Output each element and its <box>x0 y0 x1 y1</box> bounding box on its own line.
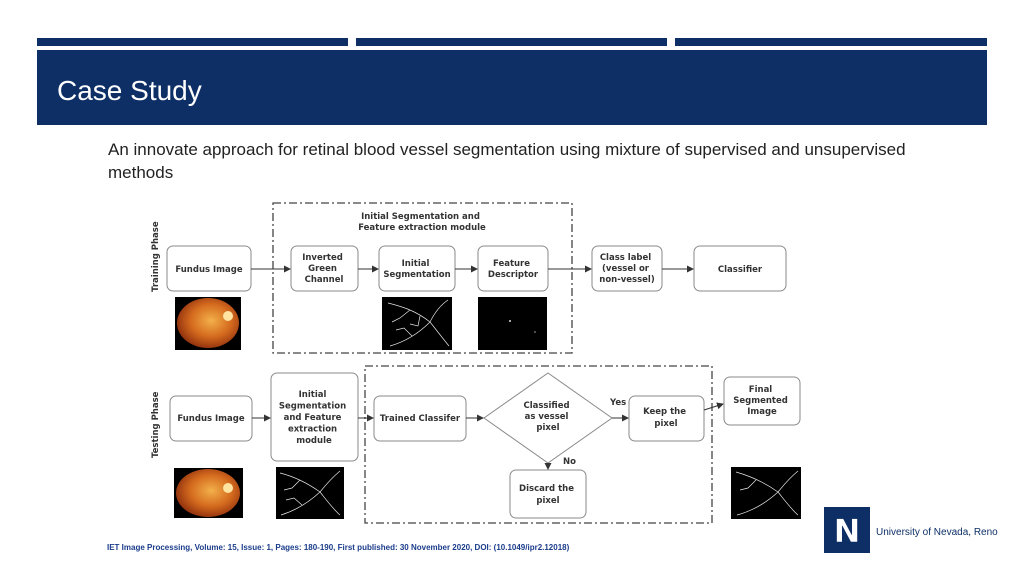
classifier-label: Classifier <box>718 265 763 275</box>
training-fundus-label: Fundus Image <box>175 265 242 275</box>
svg-text:Fundus Image: Fundus Image <box>175 265 242 275</box>
trained-classifier-label: Trained Classifer <box>380 414 461 424</box>
final-segmented-photo <box>731 467 801 519</box>
svg-text:Final Segmented Image: Final Segmented Image <box>733 385 791 417</box>
feature-dot-2 <box>534 331 536 333</box>
svg-text:N: N <box>834 512 861 550</box>
svg-text:Class label (vessel or: Class label (vessel or non-vessel) <box>599 253 655 285</box>
slide-subtitle: An innovate approach for retinal blood v… <box>108 140 906 182</box>
arrow-keep-to-final <box>703 402 724 411</box>
no-label: No <box>563 457 576 467</box>
logo-letter-icon: N <box>833 512 861 551</box>
final-vessel-lines <box>735 470 799 516</box>
svg-text:Trained Classifer: Trained Classifer <box>380 414 461 424</box>
top-accent-bar-1 <box>37 38 348 46</box>
training-fundus-photo <box>177 298 239 348</box>
top-accent-bar-2 <box>356 38 667 46</box>
svg-text:Initial Segmentation: Initial Segmentation <box>383 259 450 280</box>
svg-text:Feature Descriptor: Feature Descriptor <box>488 259 539 280</box>
testing-phase-label: Testing Phase <box>151 391 161 458</box>
yes-label: Yes <box>609 398 626 408</box>
testing-module-box <box>270 372 359 462</box>
testing-vessel-lines <box>279 470 341 516</box>
title-banner: Case Study <box>37 50 987 125</box>
testing-trained-module-border <box>364 365 713 524</box>
training-module-title: Initial Segmentation and Feature extract… <box>358 212 486 233</box>
feature-descriptor-photo <box>478 297 547 350</box>
training-vessel-lines <box>387 299 450 347</box>
university-logo: N <box>824 507 870 553</box>
citation-text: IET Image Processing, Volume: 15, Issue:… <box>107 543 570 552</box>
training-phase-label: Training Phase <box>151 221 161 292</box>
keep-pixel-box <box>628 395 705 442</box>
svg-text:Fundus Image: Fundus Image <box>177 414 244 424</box>
svg-text:Classified as vessel p: Classified as vessel pixel <box>523 401 572 433</box>
svg-text:Initial Segmentation a: Initial Segmentation and Feature extract… <box>279 390 349 446</box>
training-module-border <box>272 202 573 354</box>
top-accent-bar-3 <box>675 38 987 46</box>
slide-title: Case Study <box>57 75 202 106</box>
discard-pixel-box <box>509 469 587 519</box>
feature-dot <box>509 320 511 322</box>
testing-fundus-label: Fundus Image <box>177 414 244 424</box>
classifier-box <box>693 245 787 292</box>
testing-segmentation-photo <box>276 467 344 519</box>
svg-text:Discard the pixel: Discard the pixel <box>519 484 577 506</box>
svg-text:Classifier: Classifier <box>718 265 763 275</box>
testing-fundus-photo <box>176 469 240 517</box>
svg-text:Keep the pixel: Keep the pixel <box>643 407 689 429</box>
university-name: University of Nevada, Reno <box>876 527 998 538</box>
training-segmentation-photo <box>382 297 452 350</box>
svg-text:Inverted Green Channel: Inverted Green Channel <box>302 253 346 285</box>
final-image-box <box>723 376 801 426</box>
training-optic-disc <box>223 311 233 321</box>
testing-optic-disc <box>223 483 233 493</box>
